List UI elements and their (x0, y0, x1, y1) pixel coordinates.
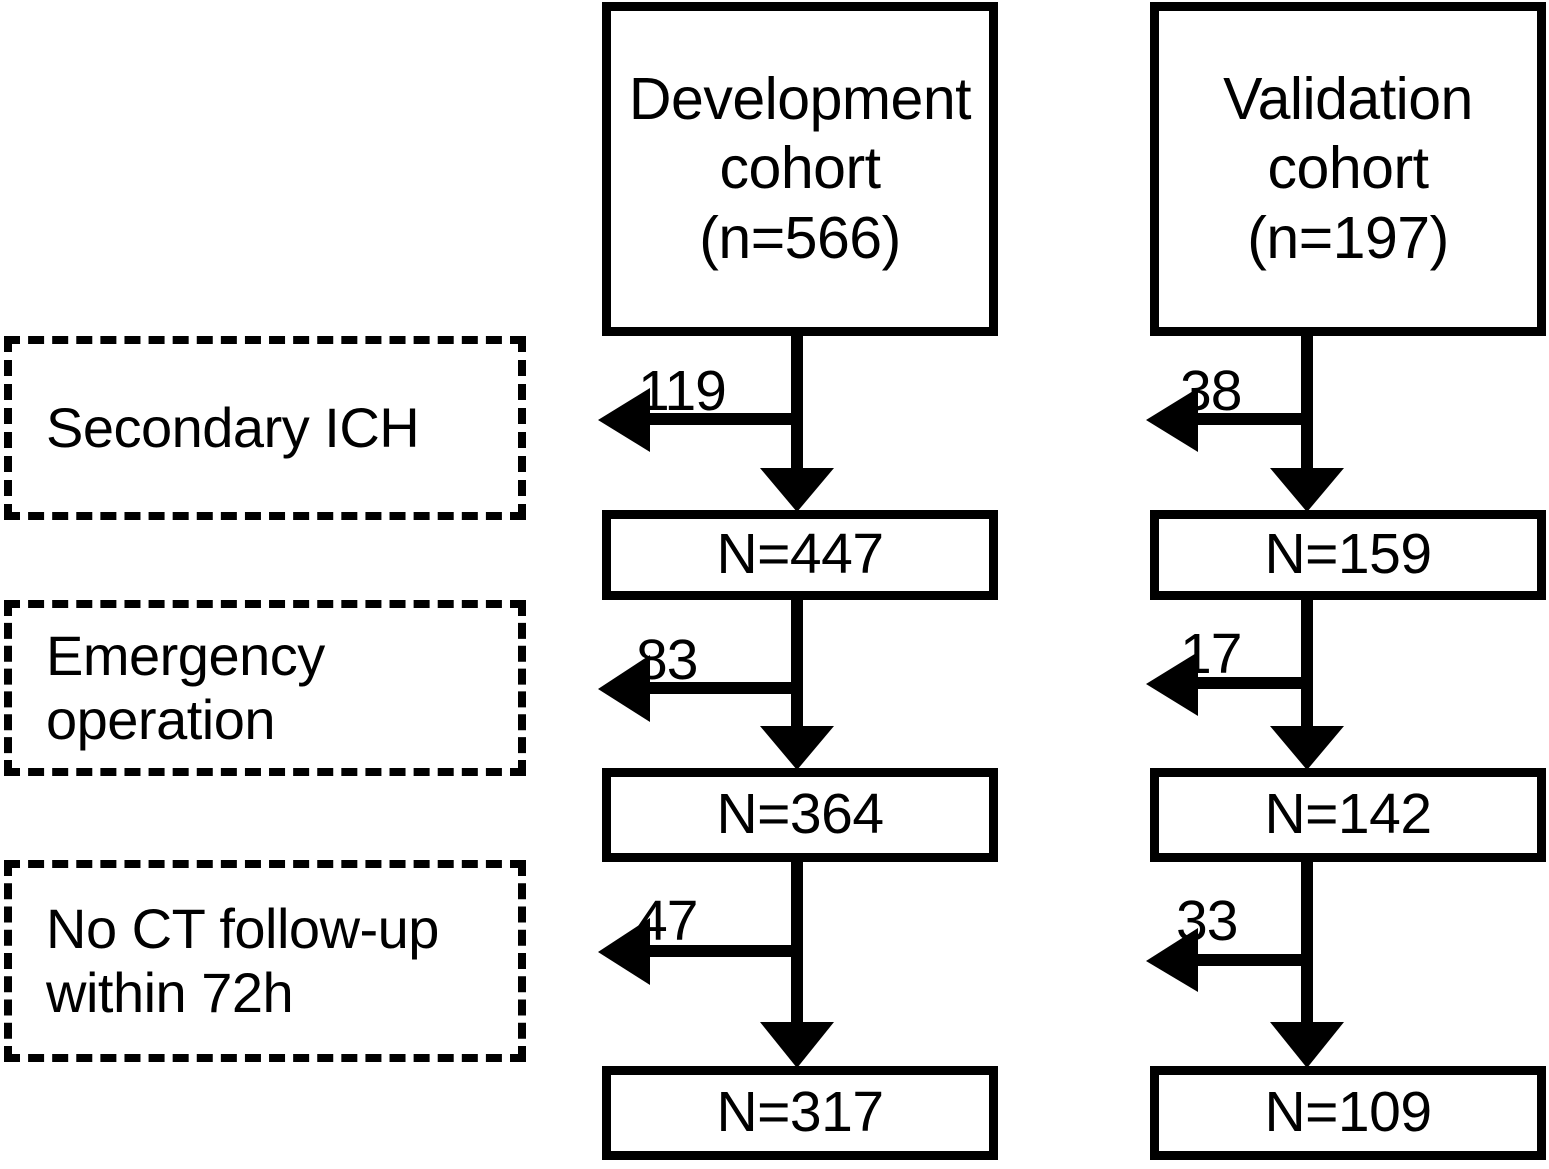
node-label-development-n317: N=317 (716, 1080, 884, 1145)
node-label-development-n447: N=447 (716, 522, 884, 587)
node-development-cohort: Development cohort (n=566) (602, 2, 998, 336)
node-label-validation-cohort: Validation cohort (n=197) (1223, 65, 1473, 271)
edge-count-validation-secondary-ich: 38 (1180, 359, 1242, 423)
dev-down-arrowhead-3 (760, 1022, 834, 1068)
node-development-n317: N=317 (602, 1066, 998, 1160)
edge-count-development-emergency-operation: 83 (636, 628, 698, 692)
dev-left-arrowhead-2 (598, 655, 650, 722)
val-down-arrowhead-1 (1270, 468, 1344, 512)
exclusion-box-secondary-ich: Secondary ICH (4, 336, 526, 520)
node-development-n364: N=364 (602, 768, 998, 862)
node-validation-cohort: Validation cohort (n=197) (1150, 2, 1546, 336)
edge-count-validation-no-ct-followup: 33 (1176, 889, 1238, 953)
edge-count-development-no-ct-followup: 47 (636, 889, 698, 953)
dev-left-arrowhead-3 (598, 918, 650, 985)
node-label-development-cohort: Development cohort (n=566) (628, 65, 972, 271)
val-down-arrowhead-2 (1270, 726, 1344, 770)
node-label-validation-n159: N=159 (1264, 522, 1432, 587)
val-down-arrowhead-3 (1270, 1022, 1344, 1068)
node-validation-n159: N=159 (1150, 510, 1546, 600)
node-validation-n142: N=142 (1150, 768, 1546, 862)
exclusion-box-emergency-operation: Emergency operation (4, 600, 526, 776)
dev-down-arrowhead-1 (760, 468, 834, 512)
node-label-development-n364: N=364 (716, 782, 884, 847)
node-label-validation-n109: N=109 (1264, 1080, 1432, 1145)
node-development-n447: N=447 (602, 510, 998, 600)
exclusion-box-no-ct-followup: No CT follow-up within 72h (4, 860, 526, 1062)
val-left-arrowhead-1 (1146, 388, 1198, 452)
dev-down-arrowhead-2 (760, 726, 834, 770)
val-left-arrowhead-3 (1146, 928, 1198, 992)
exclusion-label-emergency-operation: Emergency operation (46, 624, 325, 751)
val-left-arrowhead-2 (1146, 652, 1198, 716)
exclusion-label-secondary-ich: Secondary ICH (46, 396, 420, 460)
node-label-validation-n142: N=142 (1264, 782, 1432, 847)
exclusion-label-no-ct-followup: No CT follow-up within 72h (46, 897, 439, 1024)
edge-count-validation-emergency-operation: 17 (1180, 622, 1242, 686)
dev-left-arrowhead-1 (598, 388, 650, 452)
edge-count-development-secondary-ich: 119 (638, 359, 727, 423)
node-validation-n109: N=109 (1150, 1066, 1546, 1160)
